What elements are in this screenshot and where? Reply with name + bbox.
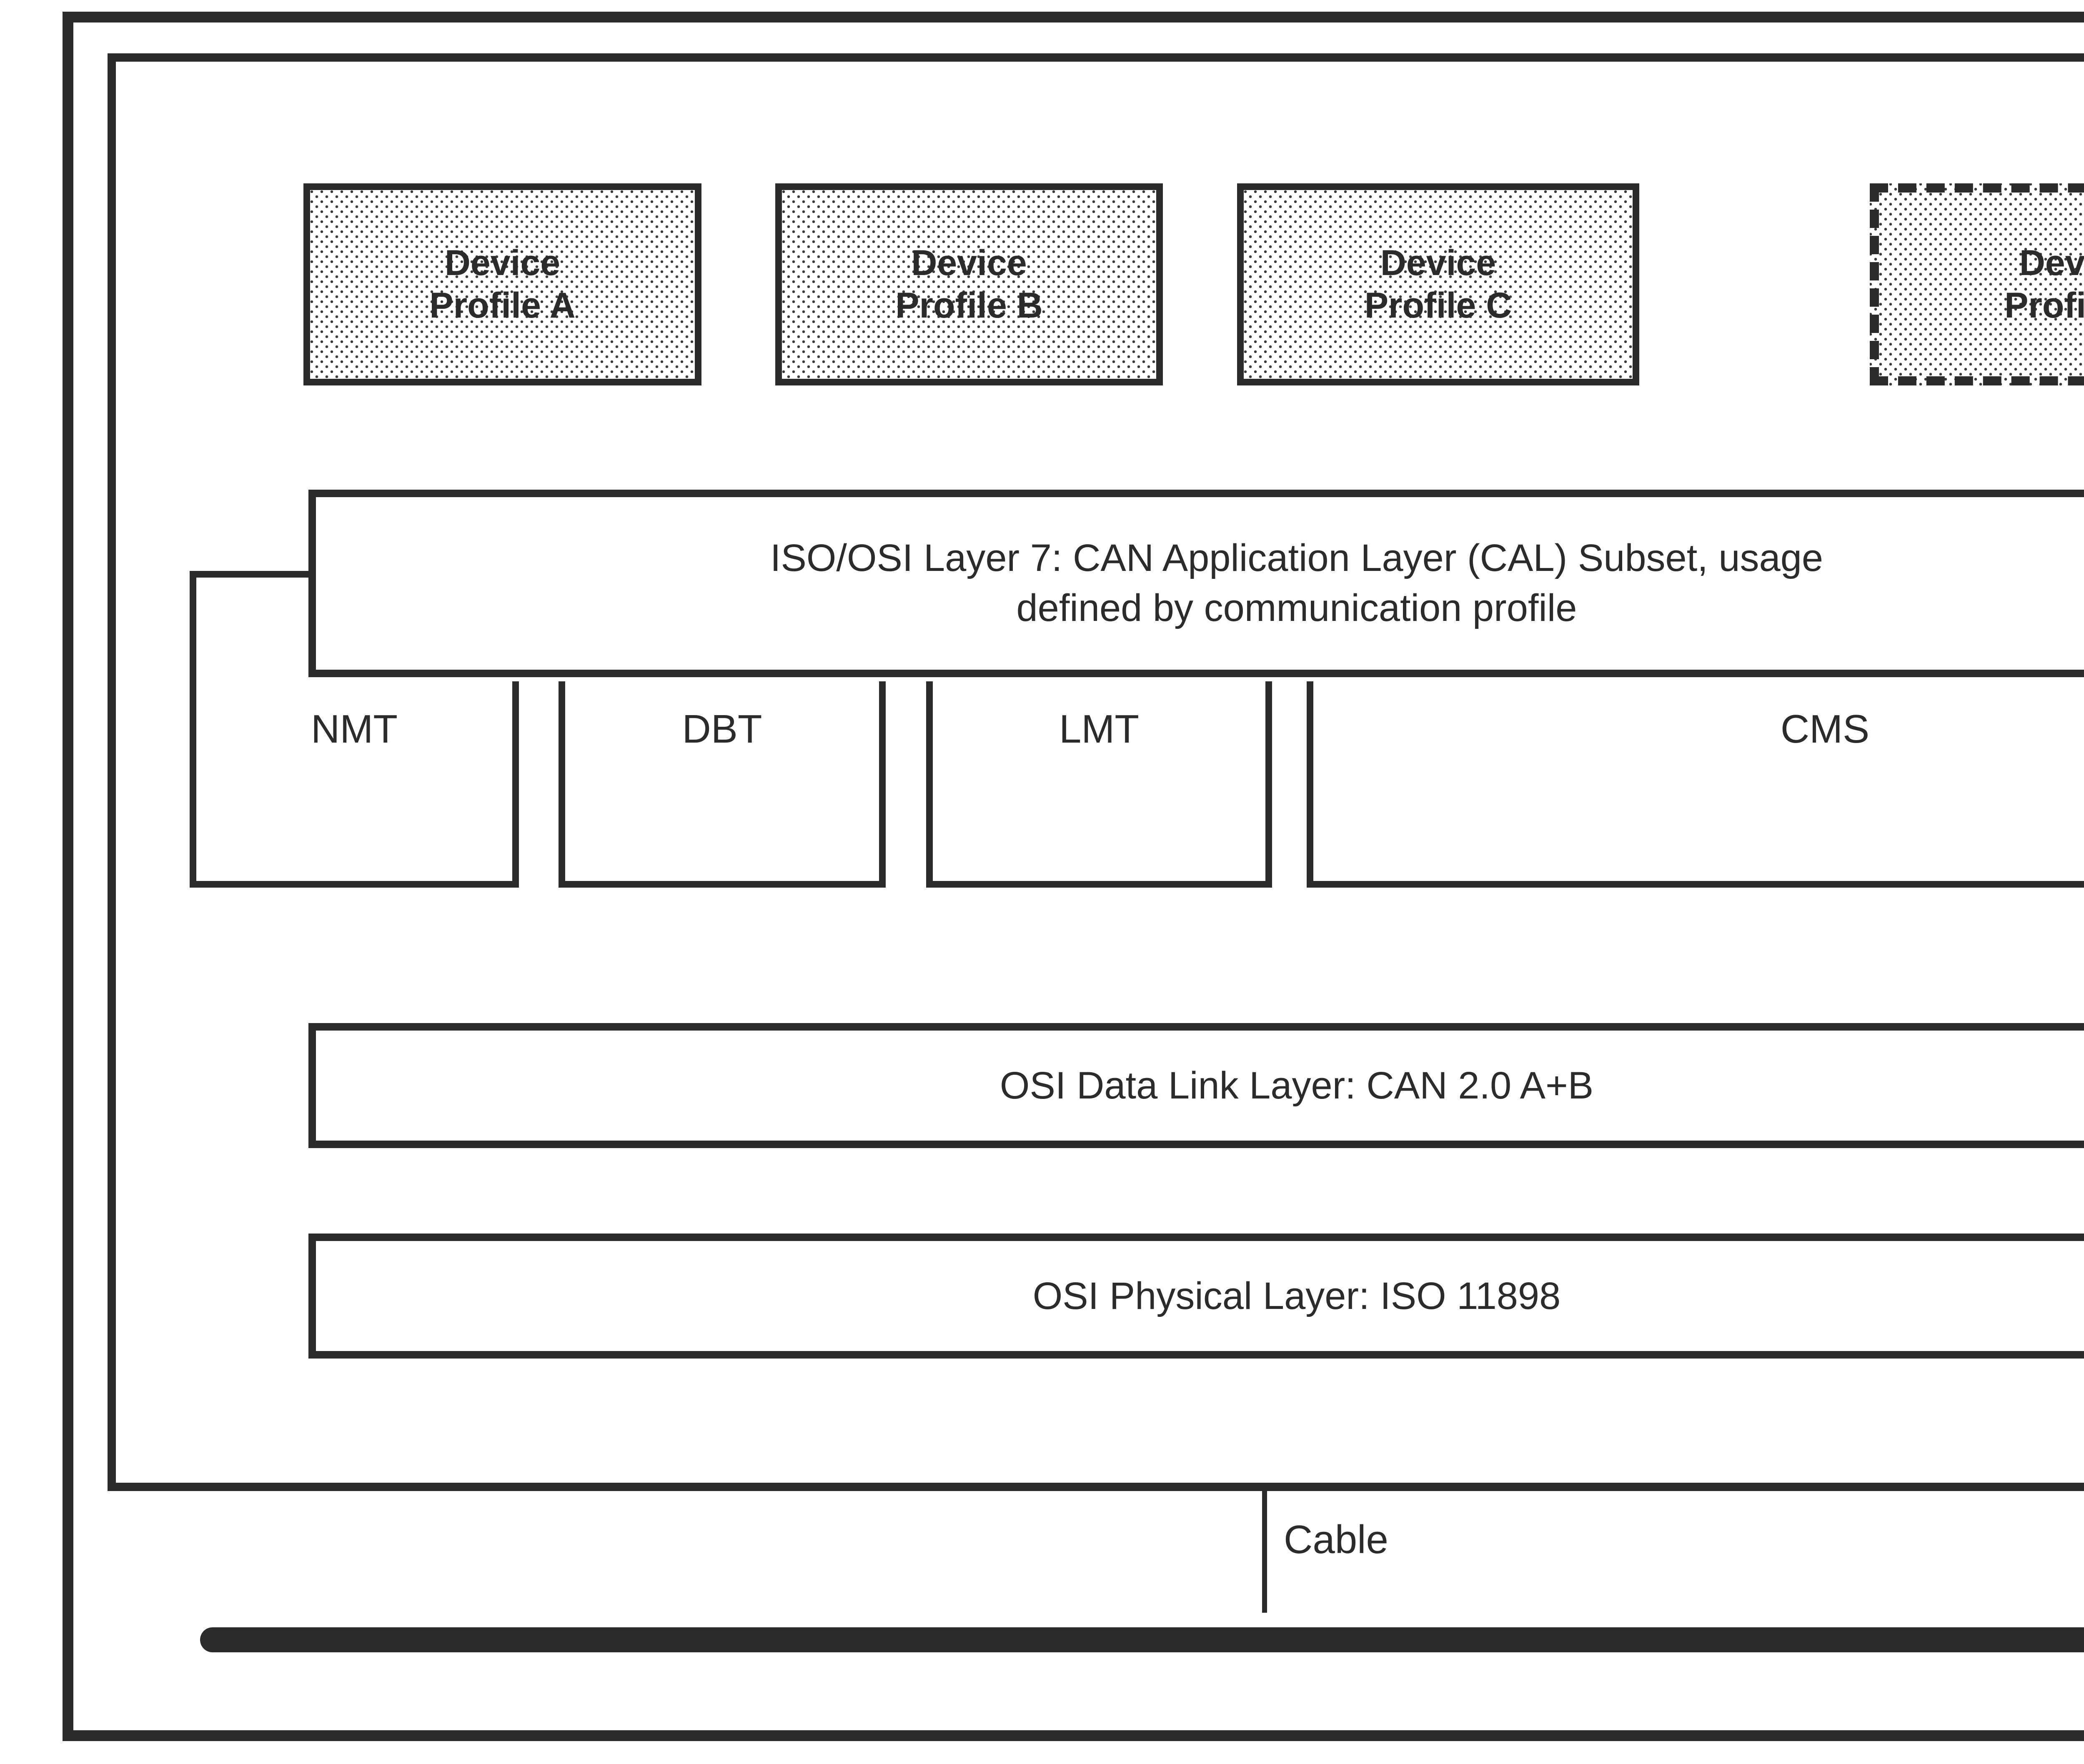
device-profile-a-line1: Device: [444, 243, 561, 283]
data-link-layer-box[interactable]: OSI Data Link Layer: CAN 2.0 A+B: [308, 1023, 2084, 1148]
data-link-layer-label: OSI Data Link Layer: CAN 2.0 A+B: [999, 1064, 1594, 1107]
device-profile-x-box[interactable]: Device Profile X: [1870, 183, 2084, 385]
device-profile-b-line2: Profile B: [895, 285, 1043, 325]
device-profile-c-box[interactable]: Device Profile C: [1237, 183, 1639, 385]
device-profile-b-box[interactable]: Device Profile B: [775, 183, 1163, 385]
application-layer-box[interactable]: ISO/OSI Layer 7: CAN Application Layer (…: [308, 490, 2084, 677]
device-profile-x-line2: Profile X: [2004, 285, 2084, 325]
physical-layer-box[interactable]: OSI Physical Layer: ISO 11898: [308, 1234, 2084, 1359]
service-label-cms: CMS: [1780, 707, 1870, 751]
device-profile-b-line1: Device: [911, 243, 1027, 283]
application-layer-line1: ISO/OSI Layer 7: CAN Application Layer (…: [770, 537, 1824, 580]
cable-leader-line: [1262, 1488, 1267, 1613]
device-profile-c-line2: Profile C: [1364, 285, 1512, 325]
service-label-nmt: NMT: [311, 707, 398, 751]
service-label-lmt: LMT: [1059, 707, 1139, 751]
application-layer-line2: defined by communication profile: [1016, 587, 1577, 629]
device-profile-c-line1: Device: [1380, 243, 1496, 283]
physical-layer-label: OSI Physical Layer: ISO 11898: [1032, 1274, 1561, 1317]
device-profile-a-box[interactable]: Device Profile A: [303, 183, 701, 385]
cable-label: Cable: [1284, 1517, 1388, 1562]
device-profile-a-line2: Profile A: [429, 285, 576, 325]
service-label-dbt: DBT: [682, 707, 762, 751]
device-profile-x-line1: Device: [2019, 243, 2084, 283]
cable-bar: [200, 1627, 2084, 1652]
